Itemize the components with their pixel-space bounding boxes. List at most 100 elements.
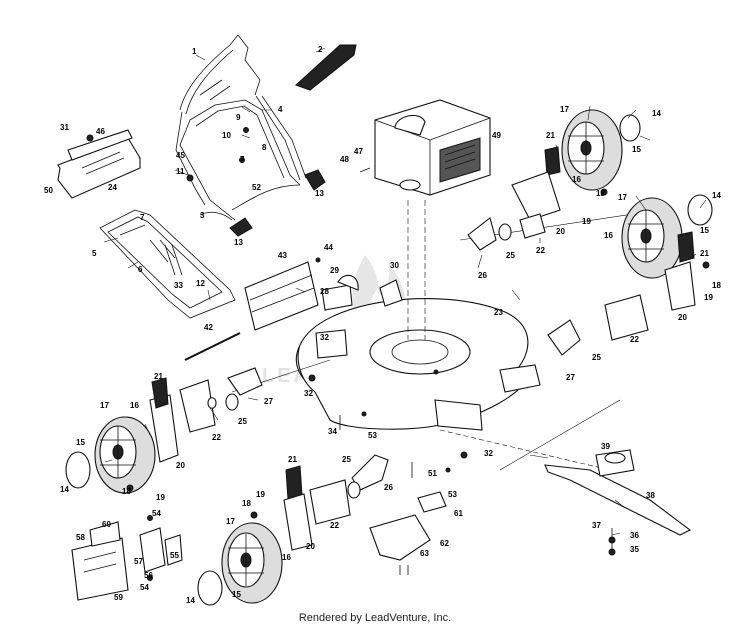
label-21-b: 21 bbox=[288, 455, 297, 464]
label-32-b: 32 bbox=[484, 449, 493, 458]
label-55: 55 bbox=[170, 551, 179, 560]
label-9: 9 bbox=[236, 113, 241, 122]
label-14-b: 14 bbox=[186, 596, 195, 605]
rear-left-hubcap bbox=[65, 451, 91, 489]
label-14-d: 14 bbox=[712, 191, 721, 200]
label-11: 11 bbox=[176, 167, 185, 176]
mower-deck-part bbox=[295, 298, 541, 431]
grass-bag-top-part bbox=[57, 129, 141, 199]
label-35: 35 bbox=[630, 545, 639, 554]
label-33: 33 bbox=[174, 281, 183, 290]
label-63: 63 bbox=[420, 549, 429, 558]
discharge-chute-part bbox=[369, 491, 447, 561]
label-13-lower: 13 bbox=[234, 238, 243, 247]
front-left-hubcap bbox=[197, 570, 223, 606]
upper-handle-part bbox=[175, 34, 307, 206]
rear-right-wheel-upper bbox=[561, 109, 623, 191]
label-34: 34 bbox=[328, 427, 337, 436]
front-plate-part bbox=[71, 521, 183, 601]
rear-right-hubcap-upper bbox=[619, 114, 641, 142]
label-62: 62 bbox=[440, 539, 449, 548]
label-3: 3 bbox=[200, 211, 205, 220]
label-19-c: 19 bbox=[582, 217, 591, 226]
label-16-c: 16 bbox=[572, 175, 581, 184]
control-cable-part bbox=[199, 169, 326, 237]
label-48: 48 bbox=[340, 155, 349, 164]
label-14-c: 14 bbox=[652, 109, 661, 118]
label-15-b: 15 bbox=[232, 590, 241, 599]
label-22-a: 22 bbox=[212, 433, 221, 442]
label-22-c: 22 bbox=[536, 246, 545, 255]
label-18-b: 18 bbox=[242, 499, 251, 508]
label-17-a: 17 bbox=[100, 401, 109, 410]
label-49: 49 bbox=[492, 131, 501, 140]
label-15-d: 15 bbox=[700, 226, 709, 235]
rear-left-wheel bbox=[94, 416, 156, 494]
label-25-a: 25 bbox=[238, 417, 247, 426]
label-14-a: 14 bbox=[60, 485, 69, 494]
rear-axle-rod bbox=[184, 332, 241, 361]
part-labels: 1 2 3 4 5 6 7 7 8 9 10 11 12 13 13 14 14… bbox=[44, 45, 721, 605]
engine-part bbox=[374, 99, 491, 196]
grass-bag-frame-part bbox=[99, 209, 236, 319]
label-16-a: 16 bbox=[130, 401, 139, 410]
label-22-b: 22 bbox=[330, 521, 339, 530]
rear-right-adjuster-lower bbox=[547, 231, 696, 356]
label-56: 56 bbox=[144, 571, 153, 580]
label-36: 36 bbox=[630, 531, 639, 540]
label-22-d: 22 bbox=[630, 335, 639, 344]
label-13-upper: 13 bbox=[315, 189, 324, 198]
rear-right-hubcap-lower bbox=[687, 194, 713, 226]
label-26-a: 26 bbox=[384, 483, 393, 492]
label-32-a: 32 bbox=[304, 389, 313, 398]
label-27-a: 27 bbox=[264, 397, 273, 406]
leader-lines bbox=[103, 47, 707, 536]
label-10: 10 bbox=[222, 131, 231, 140]
label-19-b: 19 bbox=[256, 490, 265, 499]
label-5: 5 bbox=[92, 249, 97, 258]
label-18-c: 18 bbox=[596, 189, 605, 198]
label-45: 45 bbox=[176, 151, 185, 160]
height-lever-brackets bbox=[321, 274, 403, 311]
label-61: 61 bbox=[454, 509, 463, 518]
front-left-wheel bbox=[221, 522, 283, 604]
label-19-a: 19 bbox=[156, 493, 165, 502]
label-25-b: 25 bbox=[342, 455, 351, 464]
label-20-b: 20 bbox=[306, 542, 315, 551]
label-51: 51 bbox=[428, 469, 437, 478]
label-60: 60 bbox=[102, 520, 111, 529]
label-53-b: 53 bbox=[448, 490, 457, 499]
label-23: 23 bbox=[494, 308, 503, 317]
label-16-b: 16 bbox=[282, 553, 291, 562]
label-1: 1 bbox=[192, 47, 197, 56]
label-50: 50 bbox=[44, 186, 53, 195]
rear-right-wheel-lower bbox=[621, 197, 683, 279]
deflector-part bbox=[244, 261, 319, 331]
label-42: 42 bbox=[204, 323, 213, 332]
label-20-d: 20 bbox=[678, 313, 687, 322]
lower-handle-part bbox=[179, 99, 301, 221]
footer-credit: Rendered by LeadVenture, Inc. bbox=[298, 612, 452, 624]
label-29: 29 bbox=[330, 266, 339, 275]
rear-left-height-adjuster bbox=[149, 377, 217, 463]
label-27-b: 27 bbox=[566, 373, 575, 382]
blade-part bbox=[544, 449, 692, 536]
label-25-d: 25 bbox=[592, 353, 601, 362]
label-54-b: 54 bbox=[140, 583, 149, 592]
label-20-a: 20 bbox=[176, 461, 185, 470]
label-46: 46 bbox=[96, 127, 105, 136]
label-59: 59 bbox=[114, 593, 123, 602]
fasteners bbox=[86, 127, 710, 581]
front-left-height-adjuster bbox=[283, 454, 389, 551]
label-15-c: 15 bbox=[632, 145, 641, 154]
handle-grip-part bbox=[295, 44, 357, 91]
label-20-c: 20 bbox=[556, 227, 565, 236]
label-47: 47 bbox=[354, 147, 363, 156]
label-21-d: 21 bbox=[700, 249, 709, 258]
label-17-b: 17 bbox=[226, 517, 235, 526]
label-52: 52 bbox=[252, 183, 261, 192]
label-12: 12 bbox=[196, 279, 205, 288]
label-6: 6 bbox=[138, 265, 143, 274]
label-32-c: 32 bbox=[320, 333, 329, 342]
